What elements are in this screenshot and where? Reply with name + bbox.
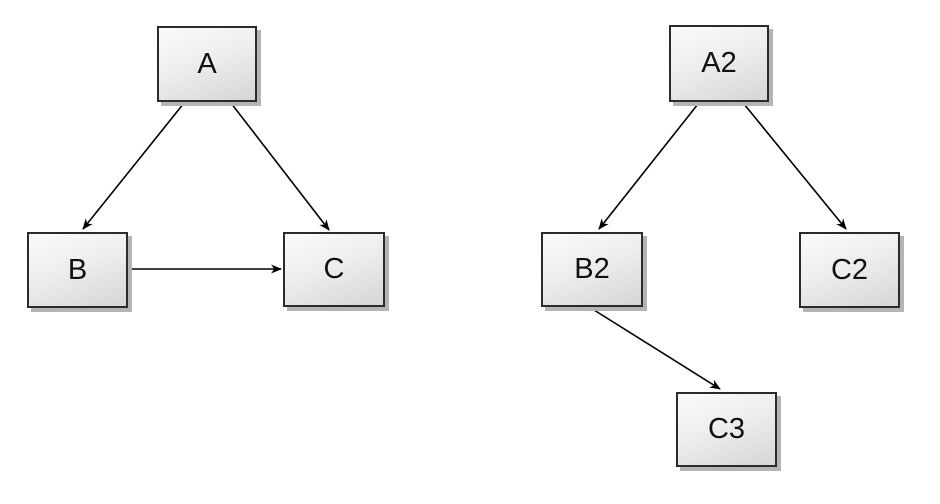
- node-label: A: [197, 47, 217, 80]
- edge-A-B: [82, 102, 185, 230]
- node-A[interactable]: A: [157, 26, 257, 102]
- node-label: C: [323, 253, 345, 285]
- node-C2[interactable]: C2: [799, 232, 900, 308]
- node-B2[interactable]: B2: [541, 232, 643, 307]
- edge-B2-C3: [593, 309, 721, 390]
- node-A2[interactable]: A2: [669, 25, 769, 102]
- node-C[interactable]: C: [283, 232, 385, 307]
- node-B[interactable]: B: [27, 232, 128, 308]
- edge-A2-B2: [598, 103, 699, 230]
- edge-A-C: [230, 102, 330, 231]
- node-label: C2: [830, 253, 869, 286]
- node-label: B2: [574, 253, 610, 285]
- edge-A2-C2: [743, 103, 847, 230]
- node-C3[interactable]: C3: [676, 392, 777, 467]
- node-label: C3: [707, 413, 746, 445]
- node-label: A2: [701, 47, 737, 79]
- node-label: B: [67, 253, 88, 286]
